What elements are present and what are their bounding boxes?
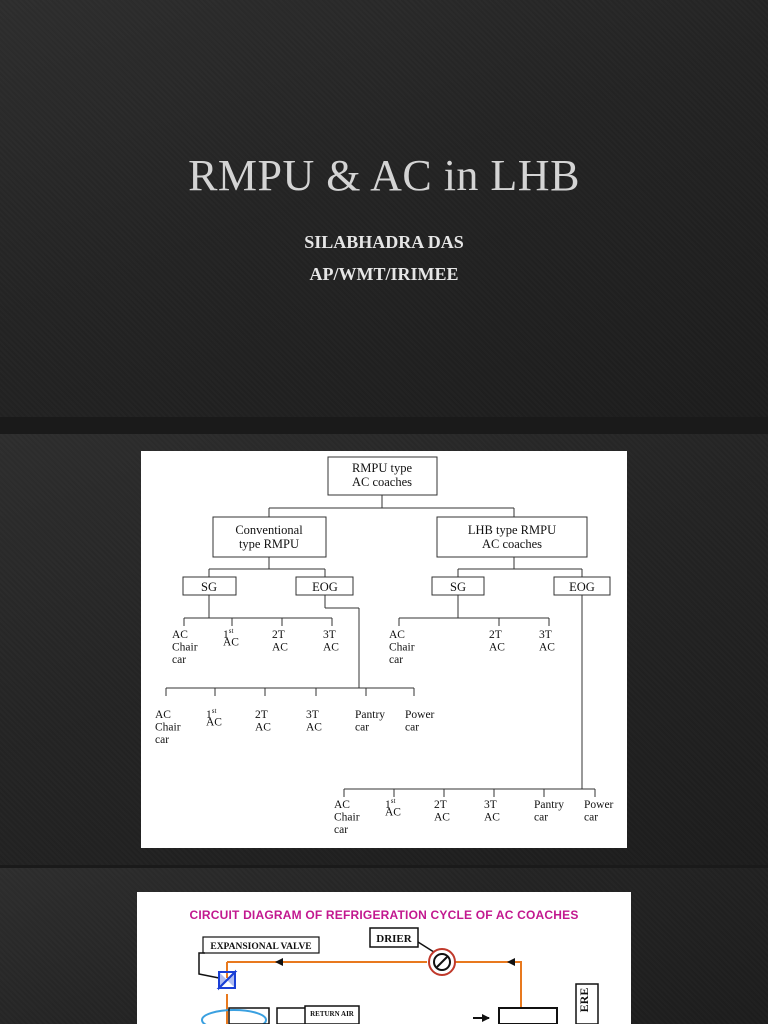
circuit-svg: EXPANSIONAL VALVE DRIER xyxy=(198,927,599,1024)
node-lhb-eog-label: EOG xyxy=(569,580,595,594)
flow-arrow-icon xyxy=(275,958,283,966)
slide-title: RMPU & AC in LHB xyxy=(188,151,580,200)
drier-icon xyxy=(428,948,456,976)
circuit-title: CIRCUIT DIAGRAM OF REFRIGERATION CYCLE O… xyxy=(189,908,579,922)
circuit-diagram: CIRCUIT DIAGRAM OF REFRIGERATION CYCLE O… xyxy=(137,892,631,1024)
expansion-valve-label: EXPANSIONAL VALVE xyxy=(210,942,311,952)
flow-arrow-icon xyxy=(507,958,515,966)
node-conv-sg-label: SG xyxy=(201,580,217,594)
author-name: SILABHADRA DAS xyxy=(304,232,464,252)
node-conv-eog-label: EOG xyxy=(312,580,338,594)
expansion-valve-icon xyxy=(216,969,238,991)
node-lhb-sg-label: SG xyxy=(450,580,466,594)
node-lhb-box xyxy=(436,516,588,558)
evaporator-coil-icon xyxy=(201,1009,267,1024)
refrigerant-pipe xyxy=(226,961,522,1024)
title-slide: RMPU & AC in LHB SILABHADRA DAS AP/WMT/I… xyxy=(0,0,768,417)
side-label: ERE xyxy=(577,988,591,1013)
drier-label: DRIER xyxy=(376,933,413,945)
circuit-slide: CIRCUIT DIAGRAM OF REFRIGERATION CYCLE O… xyxy=(0,868,768,1024)
return-air-label: RETURN AIR xyxy=(310,1010,355,1018)
author-designation: AP/WMT/IRIMEE xyxy=(309,264,459,284)
